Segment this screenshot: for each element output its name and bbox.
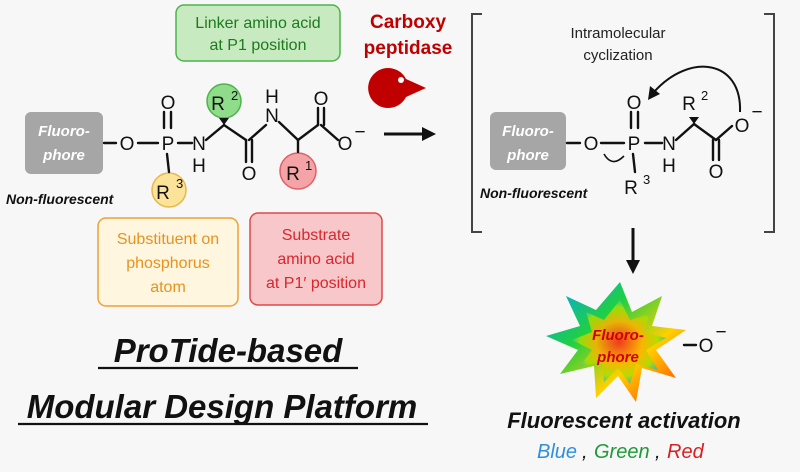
atom-r2: R xyxy=(211,94,225,115)
fluorophore-label-1: Fluoro- xyxy=(38,123,90,140)
color-green-label: Green xyxy=(594,441,650,463)
atom-o-carbonyl: O xyxy=(314,89,329,110)
atom-r2-sup: 2 xyxy=(231,88,238,103)
atom-h-2: H xyxy=(265,87,279,108)
cyclization-label-1: Intramolecular xyxy=(570,25,665,42)
linker-label-2: at P1 position xyxy=(210,37,307,54)
starburst-icon: Fluoro- phore xyxy=(546,282,686,402)
atom-r2-right: R xyxy=(682,94,696,115)
color-red-label: Red xyxy=(667,441,705,463)
atom-p-right: P xyxy=(628,134,641,155)
left-molecule: Fluoro- phore Non-fluorescent O P O N H … xyxy=(6,83,366,208)
title-line-1: ProTide-based xyxy=(114,332,343,369)
curved-arrow-icon xyxy=(653,65,742,113)
reaction-arrow-icon xyxy=(384,127,436,141)
enzyme-label-2: peptidase xyxy=(364,38,453,59)
enzyme-label-1: Carboxy xyxy=(370,12,446,33)
title-line-2: Modular Design Platform xyxy=(27,388,418,425)
non-fluorescent-label-right: Non-fluorescent xyxy=(480,185,589,201)
atom-n-1: N xyxy=(192,134,206,155)
atom-n-right: N xyxy=(662,134,676,155)
fluorophore-right-label-2: phore xyxy=(506,147,549,164)
substrate-label-2: amino acid xyxy=(277,251,354,268)
right-bracket xyxy=(764,13,775,233)
fluorophore-active-label-2: phore xyxy=(596,349,639,366)
substrate-box: Substrate amino acid at P1′ position xyxy=(249,212,383,306)
atom-h-1: H xyxy=(192,156,206,177)
atom-minus-left: − xyxy=(354,122,365,143)
activation-title: Fluorescent activation xyxy=(507,408,741,433)
linker-box: Linker amino acid at P1 position xyxy=(175,4,341,62)
comma-1: , xyxy=(582,441,588,463)
substrate-label-3: at P1′ position xyxy=(266,275,366,292)
atom-n-2: N xyxy=(265,106,279,127)
atom-o-carboxylate: O xyxy=(338,134,353,155)
fluorophore-box-right xyxy=(490,112,566,170)
atom-p: P xyxy=(162,134,175,155)
atom-r3-right: R xyxy=(624,178,638,199)
atom-o-phenolate: O xyxy=(699,336,714,357)
comma-2: , xyxy=(655,441,661,463)
atom-r3-right-sup: 3 xyxy=(643,172,650,187)
atom-h-right: H xyxy=(662,156,676,177)
atom-o-amide: O xyxy=(242,164,257,185)
atom-o-ester-right: O xyxy=(584,134,599,155)
atom-r3: R xyxy=(156,183,170,204)
substituent-box: Substituent on phosphorus atom xyxy=(97,217,239,307)
atom-minus-right: − xyxy=(751,102,762,123)
atom-minus-phenolate: − xyxy=(715,322,726,343)
substituent-label-3: atom xyxy=(150,279,186,296)
substrate-label-1: Substrate xyxy=(282,227,351,244)
pacman-enzyme-icon xyxy=(368,68,426,108)
atom-r2-right-sup: 2 xyxy=(701,88,708,103)
fluorophore-right-label-1: Fluoro- xyxy=(502,123,554,140)
substituent-label-1: Substituent on xyxy=(117,231,219,248)
linker-label-1: Linker amino acid xyxy=(195,15,320,32)
atom-o-phosphoryl: O xyxy=(161,93,176,114)
atom-r3-sup: 3 xyxy=(176,176,183,191)
fluorophore-active-label-1: Fluoro- xyxy=(592,327,644,344)
down-arrow-icon xyxy=(626,228,640,274)
atom-r1-sup: 1 xyxy=(305,158,312,173)
fluorophore-box xyxy=(25,112,103,174)
atom-o-phosphoryl-right: O xyxy=(627,93,642,114)
non-fluorescent-label-left: Non-fluorescent xyxy=(6,191,115,207)
color-blue-label: Blue xyxy=(537,441,577,463)
cyclization-label-2: cyclization xyxy=(583,47,652,64)
fluorophore-label-2: phore xyxy=(42,147,85,164)
intermediate-molecule: Intramolecular cyclization Fluoro- phore… xyxy=(480,25,763,201)
substituent-label-2: phosphorus xyxy=(126,255,210,272)
atom-r1: R xyxy=(286,164,300,185)
atom-o-carboxylate-right: O xyxy=(735,116,750,137)
atom-o-carbonyl-right: O xyxy=(709,162,724,183)
atom-o-ester: O xyxy=(120,134,135,155)
left-bracket xyxy=(471,13,482,233)
